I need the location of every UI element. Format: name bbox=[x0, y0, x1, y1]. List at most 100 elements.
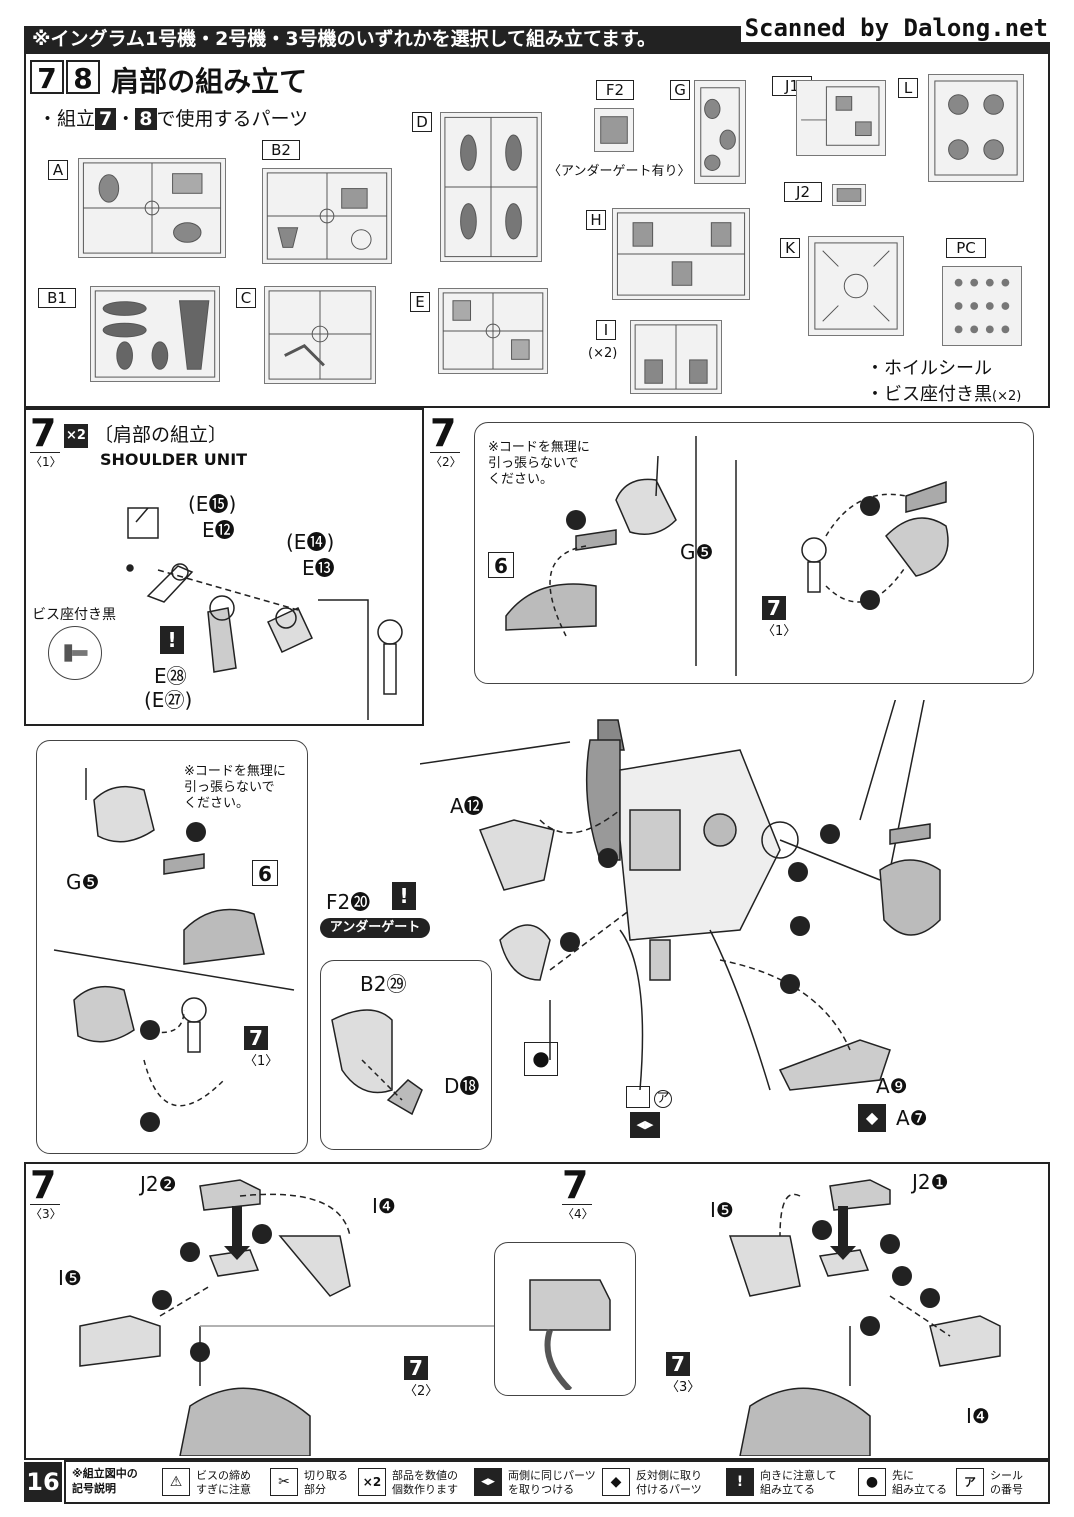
connector-drawing bbox=[500, 1250, 630, 1393]
runner-label-pc: PC bbox=[946, 238, 986, 258]
runner-e bbox=[438, 288, 548, 374]
caution-icon-f2: ! bbox=[392, 882, 416, 910]
runner-label-c: C bbox=[236, 288, 256, 308]
label-j2-1: J2❶ bbox=[912, 1170, 949, 1194]
runner-label-g: G bbox=[670, 80, 690, 100]
first-assemble-icon: ● bbox=[524, 1042, 558, 1076]
runner-a bbox=[78, 158, 226, 258]
label-e13: E⓭ bbox=[302, 556, 335, 580]
legend-first-assemble: ● 先に 組み立てる bbox=[858, 1466, 948, 1500]
label-e28: E㉘ bbox=[154, 664, 187, 688]
runner-label-e: E bbox=[410, 292, 430, 312]
runner-label-b1: B1 bbox=[38, 288, 76, 308]
runner-pc bbox=[942, 266, 1022, 346]
ref-6-main: 6 bbox=[252, 860, 278, 886]
runner-k bbox=[808, 236, 904, 336]
runner-label-k: K bbox=[780, 238, 800, 258]
label-e14: (E⓮) bbox=[286, 530, 335, 554]
caution-icon: ! bbox=[726, 1468, 754, 1496]
bottom-section bbox=[24, 1162, 1050, 1460]
step-number-8: 8 bbox=[66, 60, 100, 95]
legend-title: ※組立図中の 記号説明 bbox=[72, 1467, 138, 1495]
screw-icon bbox=[48, 626, 102, 680]
runner-g bbox=[694, 80, 746, 184]
runner-label-b2: B2 bbox=[262, 140, 300, 160]
same-side-icon: ◀▶ bbox=[630, 1112, 660, 1138]
step-7-4-number: 7 〈4〉 bbox=[562, 1163, 594, 1221]
same-side-icon: ◀▶ bbox=[474, 1468, 502, 1496]
f2-undergate-note: 〈アンダーゲート有り〉 bbox=[548, 164, 691, 179]
seal-icon bbox=[626, 1086, 650, 1108]
runner-label-i: I bbox=[596, 320, 616, 340]
visor-drawing bbox=[322, 990, 490, 1140]
label-e15: (E⓯) bbox=[188, 492, 237, 516]
step-7-1-panel bbox=[24, 408, 424, 726]
runner-f2 bbox=[594, 108, 634, 152]
runner-label-h: H bbox=[586, 210, 606, 230]
ref-6-7-2: 6 bbox=[488, 552, 514, 578]
runner-h bbox=[612, 208, 750, 300]
opposite-side-icon: ◆ bbox=[602, 1468, 630, 1496]
seal-icon: ア bbox=[956, 1468, 984, 1496]
label-i4-7-3: I❹ bbox=[372, 1194, 396, 1218]
shoulder-unit-title: 〔肩部の組立〕 bbox=[94, 424, 228, 446]
page-number: 16 bbox=[24, 1462, 62, 1502]
shoulder-unit-title-en: SHOULDER UNIT bbox=[100, 450, 248, 469]
legend-same-side: ◀▶ 両側に同じパーツ を取りつける bbox=[474, 1466, 596, 1500]
runner-c bbox=[264, 286, 376, 384]
label-b2-29: B2㉙ bbox=[360, 972, 407, 996]
runner-j2 bbox=[832, 184, 866, 206]
main-assembly-drawing bbox=[309, 479, 1060, 1110]
cord-note-main: ※コードを無理に 引っ張らないで ください。 bbox=[184, 764, 286, 811]
runner-label-d: D bbox=[412, 112, 432, 132]
runner-d bbox=[440, 112, 542, 262]
step-7-4-drawing bbox=[690, 1176, 1040, 1457]
ref-7-2-in-7-3: 7 〈2〉 bbox=[404, 1356, 439, 1399]
label-a12: A⓬ bbox=[450, 794, 484, 818]
runner-label-l: L bbox=[898, 78, 918, 98]
ref-7-1-in-7-2: 7 〈1〉 bbox=[762, 596, 797, 639]
section-title: 肩部の組み立て bbox=[111, 65, 308, 98]
seal-mark: ア bbox=[654, 1090, 672, 1108]
label-e27: (E㉗) bbox=[144, 688, 193, 712]
step-number-7: 7 bbox=[30, 60, 64, 95]
ref-7-1-main: 7 〈1〉 bbox=[244, 1026, 279, 1069]
legend-bar: ※組立図中の 記号説明 ⚠ ビスの締め すぎに注意 ✂ 切り取る 部分 ×2 部… bbox=[64, 1460, 1050, 1504]
label-i4-7-4: I❹ bbox=[966, 1404, 990, 1428]
scan-credit: Scanned by Dalong.net bbox=[740, 14, 1052, 42]
runner-label-f2: F2 bbox=[596, 80, 634, 100]
legend-x2: ×2 部品を数値の 個数作ります bbox=[358, 1466, 468, 1500]
x2-icon: ×2 bbox=[358, 1468, 386, 1496]
label-a7: A❼ bbox=[896, 1106, 928, 1130]
legend-caution: ! 向きに注意して 組み立てる bbox=[726, 1466, 846, 1500]
ref-7-3-in-7-4: 7 〈3〉 bbox=[666, 1352, 701, 1395]
screw-black-item: ・ビス座付き黒(×2) bbox=[866, 384, 1022, 405]
runner-b1 bbox=[90, 286, 220, 382]
first-assemble-icon: ● bbox=[858, 1468, 886, 1496]
step-7-2-number: 7 〈2〉 bbox=[430, 411, 462, 469]
parts-section bbox=[24, 52, 1050, 408]
label-f2-20: F2⓴ bbox=[326, 890, 371, 914]
opposite-side-icon: ◆ bbox=[858, 1104, 886, 1132]
nipper-icon: ✂ bbox=[270, 1468, 298, 1496]
legend-screw: ⚠ ビスの締め すぎに注意 bbox=[162, 1466, 272, 1500]
label-i5-7-3: I❺ bbox=[58, 1266, 82, 1290]
step-7-3-number: 7 〈3〉 bbox=[30, 1163, 62, 1221]
runner-j1 bbox=[796, 80, 886, 156]
shoulder-parts-drawing bbox=[118, 500, 418, 720]
step-7-1-number: 7 〈1〉 bbox=[30, 411, 62, 469]
runner-i-qty: (×2) bbox=[588, 346, 618, 361]
runner-i bbox=[630, 320, 722, 394]
runner-label-j2: J2 bbox=[784, 182, 822, 202]
label-j2-2: J2❷ bbox=[140, 1172, 177, 1196]
screw-icon: ⚠ bbox=[162, 1468, 190, 1496]
label-i5-7-4: I❺ bbox=[710, 1198, 734, 1222]
legend-opposite-side: ◆ 反対側に取り 付けるパーツ bbox=[602, 1466, 712, 1500]
runner-b2 bbox=[262, 168, 392, 264]
wheel-seal-item: ・ホイルシール bbox=[866, 358, 992, 379]
label-d18: D⓲ bbox=[444, 1074, 480, 1098]
step-7-2-drawing bbox=[486, 436, 1026, 680]
legend-seal: ア シール の番号 bbox=[956, 1466, 1050, 1500]
